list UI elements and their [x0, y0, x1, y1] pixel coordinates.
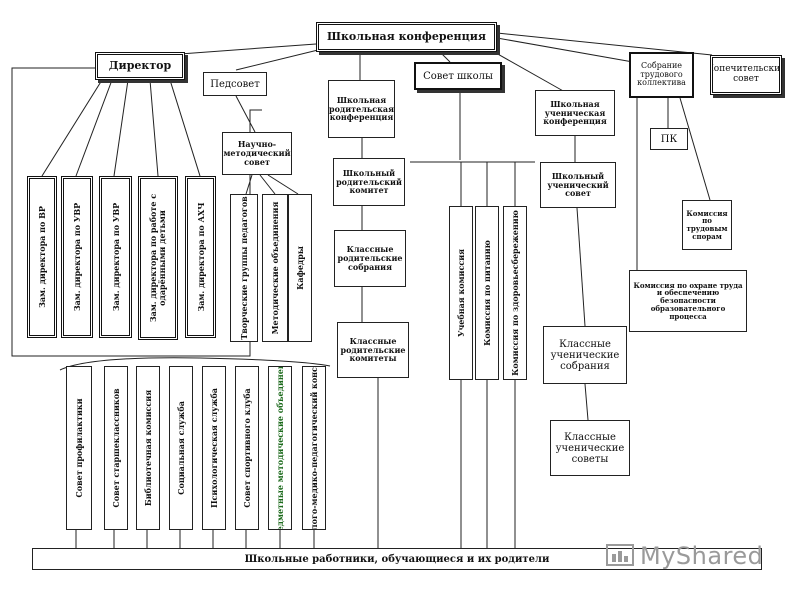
service-prevention-council: Совет профилактики [66, 366, 92, 530]
node-class-parent-committees: Классные родительские комитеты [337, 322, 409, 378]
method-unit-label: Кафедры [295, 246, 305, 290]
service-sports-club: Совет спортивного клуба [235, 366, 259, 530]
service-subject-associations: Предметные методические объединения [268, 366, 292, 530]
deputy-label: Зам. директора по ВР [37, 206, 47, 308]
node-staff-students-parents: Школьные работники, обучающиеся и их род… [32, 548, 762, 570]
node-class-parent-meetings: Классные родительские собрания [334, 230, 406, 287]
deputy-box-uvr-1: Зам. директора по УВР [61, 176, 93, 338]
service-label: Библиотечная комиссия [143, 389, 153, 507]
service-seniors-council: Совет старшеклассников [104, 366, 128, 530]
watermark: MyShared [606, 536, 766, 576]
commission-label: Комиссия по питанию [482, 240, 492, 346]
node-school-conference: Школьная конференция [316, 22, 497, 52]
service-pmpk: Психолого-медико-педагогический консилиу… [302, 366, 326, 530]
commission-education: Учебная комиссия [449, 206, 473, 380]
node-parent-committee: Школьный родительский комитет [333, 158, 405, 206]
service-label: Совет старшеклассников [111, 388, 121, 508]
node-safety-commission: Комиссия по охране труда и обеспечению б… [629, 270, 747, 332]
commission-nutrition: Комиссия по питанию [475, 206, 499, 380]
service-label: Социальная служба [176, 401, 186, 495]
watermark-text: MyShared [640, 542, 764, 570]
node-student-conference: Школьная ученическая конференция [535, 90, 615, 136]
commission-label: Комиссия по здоровьесбережению [510, 210, 520, 376]
commission-label: Учебная комиссия [456, 248, 466, 338]
deputy-box-vr: Зам. директора по ВР [27, 176, 57, 338]
node-labor-meeting: Собрание трудового коллектива [629, 52, 694, 98]
deputy-box-uvr-2: Зам. директора по УВР [99, 176, 132, 338]
node-class-student-councils: Классные ученические советы [550, 420, 630, 476]
deputy-label: Зам. директора по УВР [110, 202, 121, 312]
node-school-council: Совет школы [414, 62, 502, 90]
node-student-council: Школьный ученический совет [540, 162, 616, 208]
chart-logo-icon [606, 542, 636, 570]
service-library-commission: Библиотечная комиссия [136, 366, 160, 530]
method-unit-associations: Методические объединения [262, 194, 288, 342]
service-social: Социальная служба [169, 366, 193, 530]
service-label: Совет спортивного клуба [242, 388, 252, 508]
node-methodical-council: Научно-методический совет [222, 132, 292, 175]
deputy-label: Зам. директора по УВР [72, 202, 82, 312]
node-class-student-meetings: Классные ученические собрания [543, 326, 627, 384]
node-labor-disputes: Комиссия по трудовым спорам [682, 200, 732, 250]
service-label: Психолого-медико-педагогический консилиу… [309, 366, 319, 530]
service-label: Совет профилактики [74, 398, 84, 498]
node-director: Директор [95, 52, 185, 80]
method-unit-label: Творческие группы педагогов [239, 196, 249, 340]
node-trustees: Попечительский совет [710, 55, 782, 95]
deputy-label: Зам. директора по работе с одарёнными де… [148, 193, 167, 323]
method-unit-creative-groups: Творческие группы педагогов [230, 194, 258, 342]
service-psychological: Психологическая служба [202, 366, 226, 530]
method-unit-label: Методические объединения [270, 201, 280, 335]
node-pk: ПК [650, 128, 688, 150]
node-parent-conference: Школьная родительская конференция [328, 80, 395, 138]
service-label: Предметные методические объединения [275, 366, 285, 530]
commission-health: Комиссия по здоровьесбережению [503, 206, 527, 380]
deputy-label: Зам. директора по АХЧ [195, 202, 206, 312]
node-pedsovet: Педсовет [203, 72, 267, 96]
deputy-box-gifted: Зам. директора по работе с одарёнными де… [138, 176, 178, 340]
method-unit-departments: Кафедры [288, 194, 312, 342]
deputy-box-ahch: Зам. директора по АХЧ [185, 176, 216, 338]
service-label: Психологическая служба [209, 388, 219, 508]
